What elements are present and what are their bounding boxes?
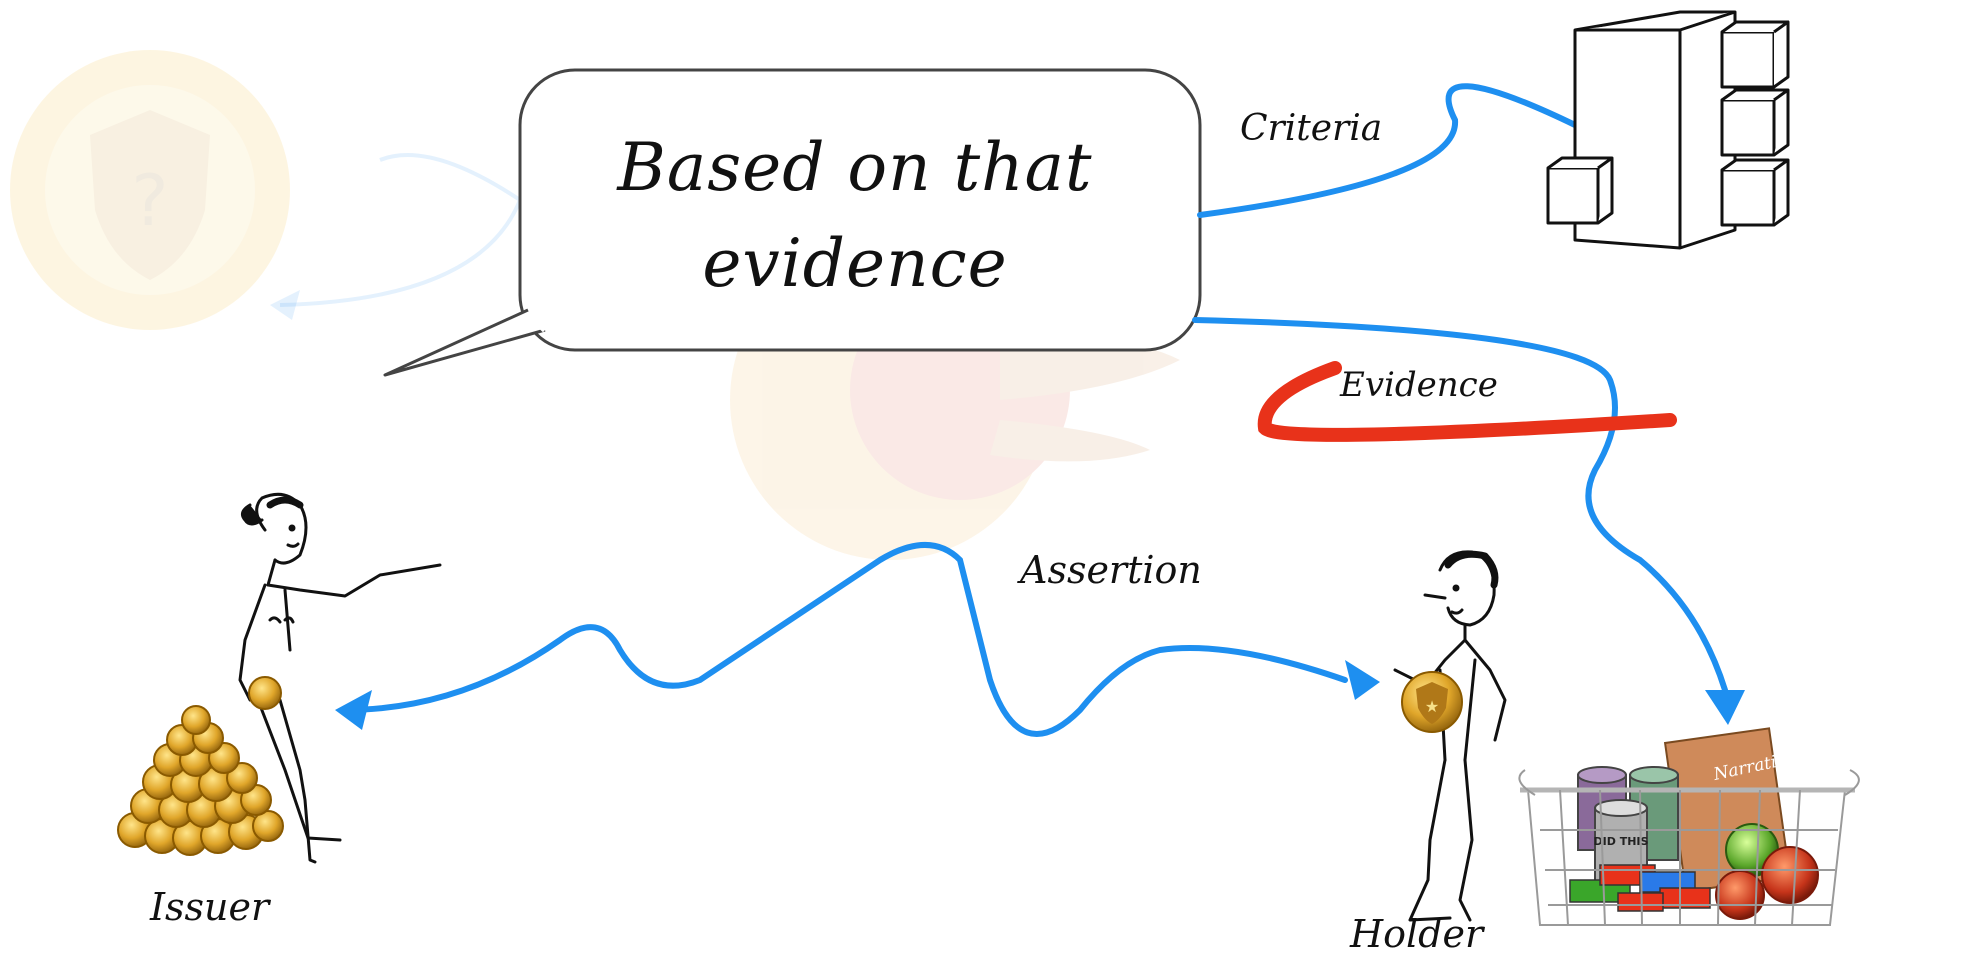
faded-arrowhead-left	[270, 290, 300, 320]
holder-figure	[1393, 550, 1507, 922]
issuer-label: Issuer	[150, 885, 270, 929]
issuer-figure	[238, 492, 442, 864]
wire-basket	[1518, 769, 1860, 926]
evidence-arrow	[1192, 317, 1728, 693]
criteria-building-icon	[1546, 10, 1790, 250]
evidence-label: Evidence	[1340, 365, 1498, 405]
criteria-label: Criteria	[1240, 108, 1383, 149]
assertion-label: Assertion	[1020, 548, 1202, 592]
assertion-arrowhead-right	[1345, 660, 1380, 700]
criteria-arrow	[1197, 83, 1578, 218]
bubble-line-1: Based on that	[617, 129, 1093, 206]
evidence-highlight-stroke	[1257, 361, 1677, 442]
evidence-arrowhead	[1705, 690, 1745, 725]
assertion-arrowhead-left	[335, 690, 372, 730]
speech-bubble	[383, 68, 1202, 377]
red-badge-icon	[1761, 846, 1819, 904]
issuer-coin-icon	[248, 676, 282, 710]
evidence-basket: Narratives DID THIS	[1518, 727, 1860, 926]
speech-bubble-text: Based on that evidence	[520, 120, 1190, 312]
holder-badge-icon: ★	[1401, 671, 1463, 733]
faded-arrow-left	[279, 153, 523, 307]
assertion-arrow	[342, 542, 1348, 737]
svg-text:★: ★	[1425, 697, 1439, 716]
faded-shield-badge-icon: ?	[10, 50, 290, 330]
bubble-line-2: evidence	[702, 225, 1008, 302]
svg-text:?: ?	[131, 160, 168, 242]
coin-pile-icon	[117, 705, 284, 856]
barrel-label: DID THIS	[1594, 835, 1649, 848]
holder-label: Holder	[1350, 912, 1484, 956]
